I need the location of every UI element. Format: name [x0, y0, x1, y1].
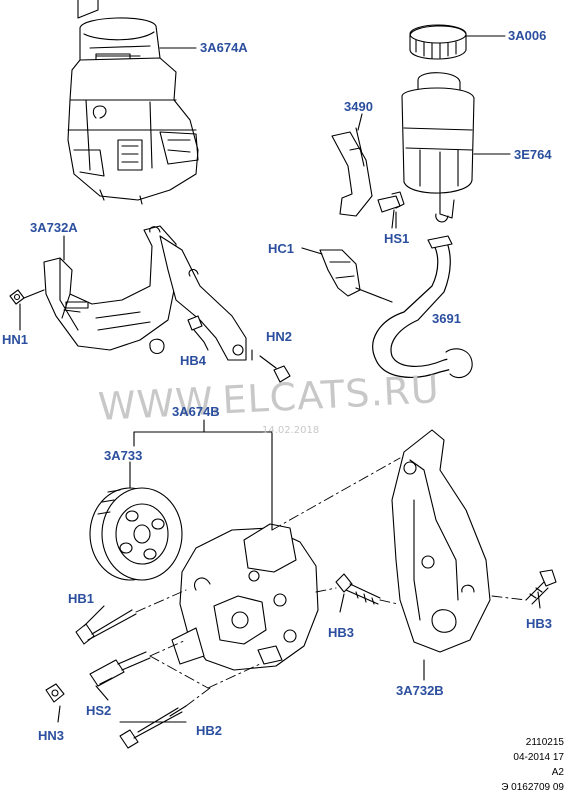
label-3A006: 3A006 — [508, 28, 547, 43]
bracket-3490 — [331, 127, 373, 217]
nut-HN1 — [9, 289, 45, 305]
support-arm — [159, 235, 247, 361]
reservoir-cap-3A006 — [409, 24, 506, 60]
bracket-3A732A — [43, 225, 177, 355]
reservoir-3E764 — [401, 72, 511, 223]
label-HB3-left: HB3 — [328, 625, 355, 640]
label-3A674B: 3A674B — [172, 404, 220, 419]
bolt-HB3-right — [525, 569, 557, 605]
label-HC1: HC1 — [268, 241, 295, 256]
label-3A732A: 3A732A — [30, 220, 78, 235]
label-HB1: HB1 — [68, 591, 95, 606]
nut-HN2 — [259, 355, 291, 383]
pump-assembly-3A674A — [67, 0, 199, 205]
label-HB2: HB2 — [196, 723, 223, 738]
nut-HN3 — [45, 683, 65, 723]
bolt-HB1 — [75, 609, 137, 645]
power-steering-pump-3A674B — [171, 523, 319, 671]
label-HN3: HN3 — [38, 728, 65, 743]
watermark-date: 14.02.2018 — [262, 425, 320, 436]
label-3490: 3490 — [344, 99, 373, 114]
dashed-alignment-lines — [135, 457, 527, 707]
label-3A732B: 3A732B — [396, 683, 444, 698]
label-HN1: HN1 — [2, 332, 29, 347]
label-HB3-right: HB3 — [526, 616, 553, 631]
drawing-reference: 2110215 04-2014 17 A2 Э 0162709 09 — [501, 735, 564, 795]
label-HN2: HN2 — [266, 329, 293, 344]
label-HS2: HS2 — [86, 703, 112, 718]
label-3A674A: 3A674A — [200, 40, 248, 55]
hose-3691 — [355, 235, 473, 379]
bolt-HB3-left — [335, 573, 381, 605]
bolt-HB2 — [119, 705, 187, 749]
stud-HS1 — [377, 191, 405, 229]
label-3A733: 3A733 — [104, 448, 143, 463]
label-3E764: 3E764 — [514, 147, 552, 162]
label-HS1: HS1 — [384, 231, 410, 246]
label-HB4: HB4 — [180, 353, 207, 368]
footer-code: 2110215 — [525, 737, 564, 748]
label-3691: 3691 — [432, 311, 461, 326]
footer-date: 04-2014 17 — [513, 752, 564, 763]
pulley-3A733 — [89, 487, 183, 581]
footer-sheet: A2 — [551, 767, 564, 778]
clamp-HC1 — [301, 247, 361, 297]
stud-HS2 — [89, 651, 151, 687]
bracket-3A732B — [391, 429, 491, 653]
bolt-HB4 — [187, 315, 209, 351]
footer-drawing-number: Э 0162709 09 — [501, 782, 564, 793]
leader-lines — [19, 113, 541, 723]
